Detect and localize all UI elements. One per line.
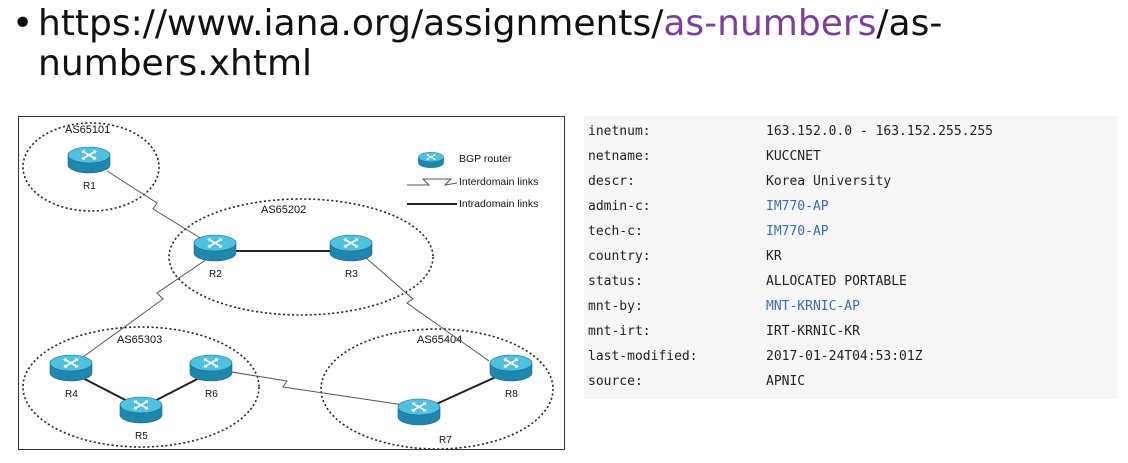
router-r3-icon: [329, 234, 373, 262]
router-r2-icon: [193, 234, 237, 262]
whois-key: source:: [588, 374, 643, 389]
as65202-domain: [168, 198, 434, 316]
bullet-line-2: numbers.xhtml: [38, 43, 313, 84]
router-r3-label: R3: [345, 269, 358, 280]
interdomain-link-r6-r7: [212, 368, 418, 408]
router-r7-icon: [397, 398, 441, 426]
interdomain-link-r3-r8: [364, 256, 490, 362]
tech-c-link[interactable]: IM770-AP: [766, 224, 829, 239]
bgp-topology-diagram: AS65101 AS65202 AS65303 AS65404 R1 R2 R3…: [22, 122, 554, 449]
whois-key: mnt-by:: [588, 299, 643, 314]
router-r5-label: R5: [135, 431, 148, 442]
router-r4-label: R4: [65, 389, 78, 400]
whois-value: KUCCNET: [766, 149, 821, 164]
whois-value: IRT-KRNIC-KR: [766, 324, 860, 339]
router-r1-icon: [67, 146, 111, 174]
as65101-label: AS65101: [65, 124, 110, 136]
router-r8-label: R8: [505, 389, 518, 400]
as-numbers-link[interactable]: as-numbers: [663, 3, 877, 44]
as65404-label: AS65404: [417, 334, 462, 346]
router-r1-label: R1: [83, 181, 96, 192]
legend-interdomain: Interdomain links: [459, 176, 538, 188]
whois-value: ALLOCATED PORTABLE: [766, 274, 907, 289]
whois-key: country:: [588, 249, 651, 264]
as65303-domain: [22, 326, 260, 448]
whois-value: Korea University: [766, 174, 892, 189]
router-r2-label: R2: [209, 269, 222, 280]
url-suffix: /as-: [876, 3, 943, 44]
bgp-topology-figure: AS65101 AS65202 AS65303 AS65404 R1 R2 R3…: [18, 116, 565, 450]
legend-interdomain-line: [407, 178, 458, 186]
whois-key: status:: [588, 274, 643, 289]
url-prefix: https://www.iana.org/assignments/: [38, 3, 664, 44]
admin-c-link[interactable]: IM770-AP: [766, 199, 829, 214]
whois-value: KR: [766, 249, 782, 264]
legend-router-icon: [417, 151, 445, 169]
interdomain-link-r2-r4: [82, 254, 214, 358]
whois-key: last-modified:: [588, 349, 698, 364]
whois-value: 2017-01-24T04:53:01Z: [766, 349, 923, 364]
whois-value: APNIC: [766, 374, 806, 389]
whois-key: admin-c:: [588, 199, 651, 214]
mnt-by-link[interactable]: MNT-KRNIC-AP: [766, 299, 860, 314]
interdomain-link-r1-r2: [106, 170, 216, 248]
whois-key: mnt-irt:: [588, 324, 651, 339]
router-r8-icon: [489, 354, 533, 382]
router-r5-icon: [119, 396, 163, 424]
whois-key: descr:: [588, 174, 635, 189]
whois-key: inetnum:: [588, 124, 651, 139]
legend-intradomain: Intradomain links: [459, 198, 538, 210]
whois-key: netname:: [588, 149, 651, 164]
as65404-domain: [320, 328, 554, 449]
router-r6-icon: [189, 354, 233, 382]
bullet-line-1: https://www.iana.org/assignments/as-numb…: [38, 4, 942, 44]
bullet-dot: •: [12, 3, 34, 44]
legend-bgp-router: BGP router: [459, 153, 512, 165]
as65202-label: AS65202: [261, 204, 306, 216]
whois-key: tech-c:: [588, 224, 643, 239]
router-r4-icon: [49, 354, 93, 382]
whois-record: inetnum: 163.152.0.0 - 163.152.255.255 ne…: [584, 116, 1117, 399]
router-r6-label: R6: [205, 389, 218, 400]
as65101-domain: [22, 122, 160, 212]
whois-value: 163.152.0.0 - 163.152.255.255: [766, 124, 993, 139]
bullet-text: https://www.iana.org/assignments/as-numb…: [38, 4, 942, 84]
as65303-label: AS65303: [117, 334, 162, 346]
router-r7-label: R7: [439, 435, 452, 446]
